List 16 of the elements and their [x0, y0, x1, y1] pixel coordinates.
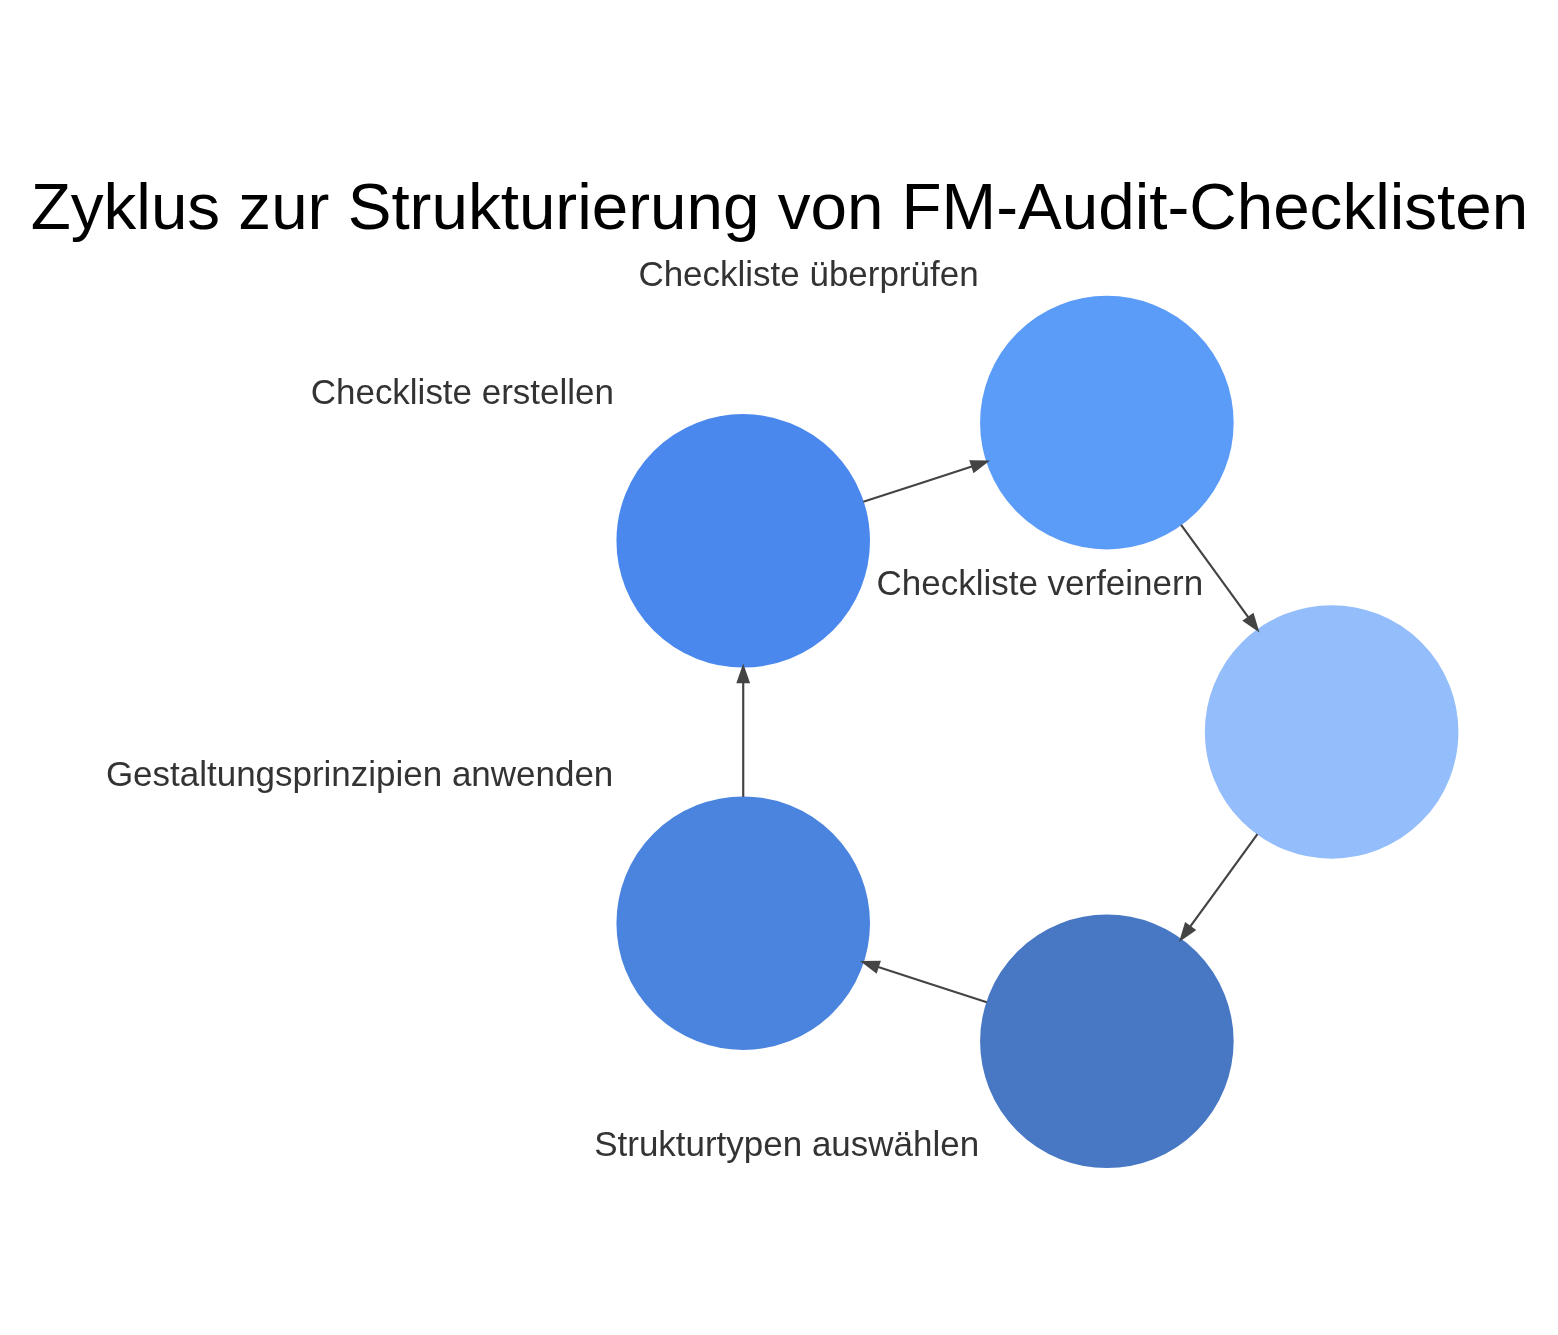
- arrow: [859, 960, 987, 1004]
- node-circle: [615, 796, 870, 1050]
- arrow: [1179, 524, 1259, 633]
- node-circle: [979, 914, 1234, 1169]
- node-label: Checkliste erstellen: [310, 371, 614, 411]
- diagram-title: Zyklus zur Strukturierung von FM-Audit-Checklisten: [30, 170, 1528, 244]
- node-label: Gestaltungsprinzipien anwenden: [105, 754, 613, 794]
- arrow: [862, 460, 990, 503]
- node-circle: [1204, 605, 1458, 859]
- node-label: Checkliste überprüfen: [637, 253, 979, 293]
- arrow: [1178, 833, 1258, 942]
- node-circle: [615, 414, 870, 668]
- node-circle: [979, 295, 1234, 550]
- node-label: Checkliste verfeinern: [876, 562, 1203, 602]
- arrow: [735, 663, 750, 797]
- node-label: Strukturtypen auswählen: [593, 1123, 979, 1163]
